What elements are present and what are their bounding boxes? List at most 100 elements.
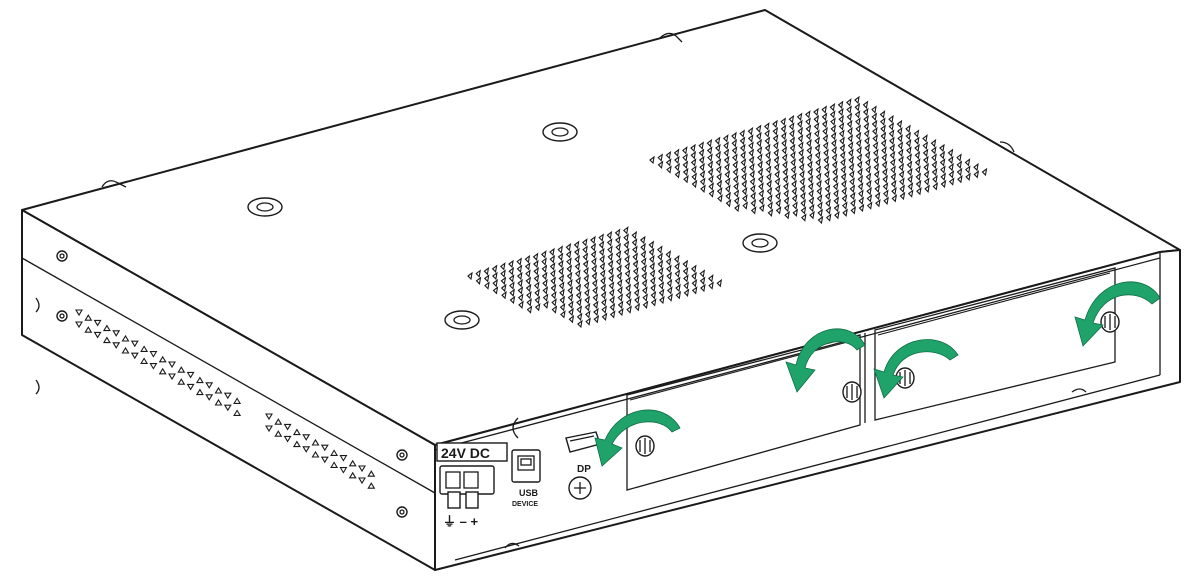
vent-slot bbox=[739, 136, 746, 145]
vent-slot bbox=[698, 141, 704, 150]
vent-slot bbox=[732, 153, 738, 162]
vent-slot bbox=[599, 254, 605, 264]
vent-slot bbox=[583, 274, 590, 283]
vent-slot bbox=[789, 143, 796, 153]
vent-slot bbox=[593, 307, 599, 317]
vent-slot bbox=[632, 252, 638, 261]
vent-slot bbox=[873, 162, 880, 172]
vent-slot bbox=[848, 148, 854, 157]
vent-slot bbox=[575, 276, 581, 285]
vent-slot bbox=[740, 165, 747, 174]
vent-slot bbox=[850, 206, 857, 215]
vent-slot bbox=[863, 129, 870, 138]
vent-slot bbox=[749, 177, 756, 186]
vent-slot bbox=[541, 271, 548, 281]
vent-slot bbox=[508, 259, 514, 269]
vent-slot bbox=[837, 100, 844, 109]
vent-slot bbox=[302, 446, 311, 453]
vent-slot bbox=[615, 242, 621, 252]
vent-slot bbox=[724, 162, 730, 172]
vent-slot bbox=[566, 257, 572, 266]
vent-slot bbox=[756, 153, 763, 162]
vent-slot bbox=[805, 131, 812, 141]
vent-slot bbox=[205, 394, 214, 401]
vent-slot bbox=[832, 174, 839, 184]
vent-slot bbox=[617, 300, 624, 309]
vent-slot bbox=[783, 182, 789, 191]
vent-slot bbox=[186, 371, 195, 379]
vent-slot bbox=[790, 150, 796, 160]
vent-slot bbox=[930, 138, 937, 148]
vent-slot bbox=[691, 271, 697, 281]
front-vent-right bbox=[265, 413, 376, 489]
vent-slot bbox=[872, 148, 879, 157]
vent-slot bbox=[634, 302, 641, 312]
vent-slot bbox=[766, 194, 773, 203]
vent-slot bbox=[75, 309, 83, 317]
vent-slot bbox=[790, 165, 797, 174]
vent-slot bbox=[500, 283, 507, 293]
vent-slot bbox=[626, 305, 632, 314]
vent-slot bbox=[557, 245, 563, 254]
vent-slot bbox=[821, 105, 827, 114]
vent-slot bbox=[575, 290, 582, 300]
bottom-notch bbox=[504, 542, 520, 549]
top-notch bbox=[101, 180, 127, 188]
vent-slot bbox=[658, 281, 665, 290]
vent-slot bbox=[543, 300, 549, 309]
vent-slot bbox=[833, 196, 840, 205]
vent-slot bbox=[800, 198, 806, 208]
vent-slot bbox=[907, 174, 913, 184]
vent-slot bbox=[666, 271, 672, 281]
vent-slot bbox=[855, 131, 862, 141]
vent-slot bbox=[817, 215, 824, 225]
vent-slot bbox=[814, 143, 821, 153]
vent-slot bbox=[675, 283, 681, 293]
vent-slot bbox=[658, 288, 665, 297]
vent-slot bbox=[500, 276, 507, 285]
vent-slot bbox=[524, 254, 531, 264]
vent-slot bbox=[824, 191, 831, 201]
vent-slot bbox=[568, 314, 575, 324]
vent-slot bbox=[815, 158, 821, 167]
vent-slot bbox=[922, 148, 929, 157]
vent-slot bbox=[817, 208, 823, 217]
vent-slot bbox=[880, 124, 886, 133]
vent-slot bbox=[922, 134, 928, 143]
vent-slot bbox=[906, 153, 912, 162]
vent-slot bbox=[854, 102, 861, 112]
vent-slot bbox=[756, 146, 763, 155]
vent-slot bbox=[899, 191, 906, 201]
vent-slot bbox=[567, 300, 574, 309]
vent-slot bbox=[781, 146, 788, 155]
vent-slot bbox=[591, 271, 598, 281]
vent-slot bbox=[863, 114, 869, 124]
vent-slot bbox=[965, 172, 971, 181]
vent-slot bbox=[509, 288, 515, 297]
vent-slot bbox=[725, 184, 731, 193]
io-bottom-edge bbox=[454, 374, 1161, 561]
vent-slot bbox=[690, 143, 696, 153]
vent-slot bbox=[566, 271, 573, 281]
vent-slot bbox=[675, 290, 682, 300]
vent-slot bbox=[765, 158, 772, 167]
vent-slot bbox=[509, 295, 516, 305]
vent-slot bbox=[739, 129, 745, 138]
vent-slot bbox=[750, 191, 756, 201]
vent-slot bbox=[865, 158, 871, 167]
vent-slot bbox=[824, 170, 830, 179]
vent-slot bbox=[781, 153, 788, 162]
vent-slot bbox=[673, 254, 680, 264]
vent-slot bbox=[102, 336, 111, 344]
vent-slot bbox=[714, 136, 721, 145]
top-notch bbox=[659, 32, 683, 43]
vent-slot bbox=[871, 105, 877, 114]
vent-slot bbox=[734, 203, 740, 213]
vent-slot bbox=[640, 257, 647, 266]
vent-slot bbox=[698, 148, 705, 157]
vent-slot bbox=[723, 141, 729, 150]
vent-slot bbox=[625, 276, 631, 285]
vent-slot bbox=[797, 141, 804, 150]
vent-slot bbox=[223, 392, 232, 400]
vent-slot bbox=[797, 126, 803, 136]
